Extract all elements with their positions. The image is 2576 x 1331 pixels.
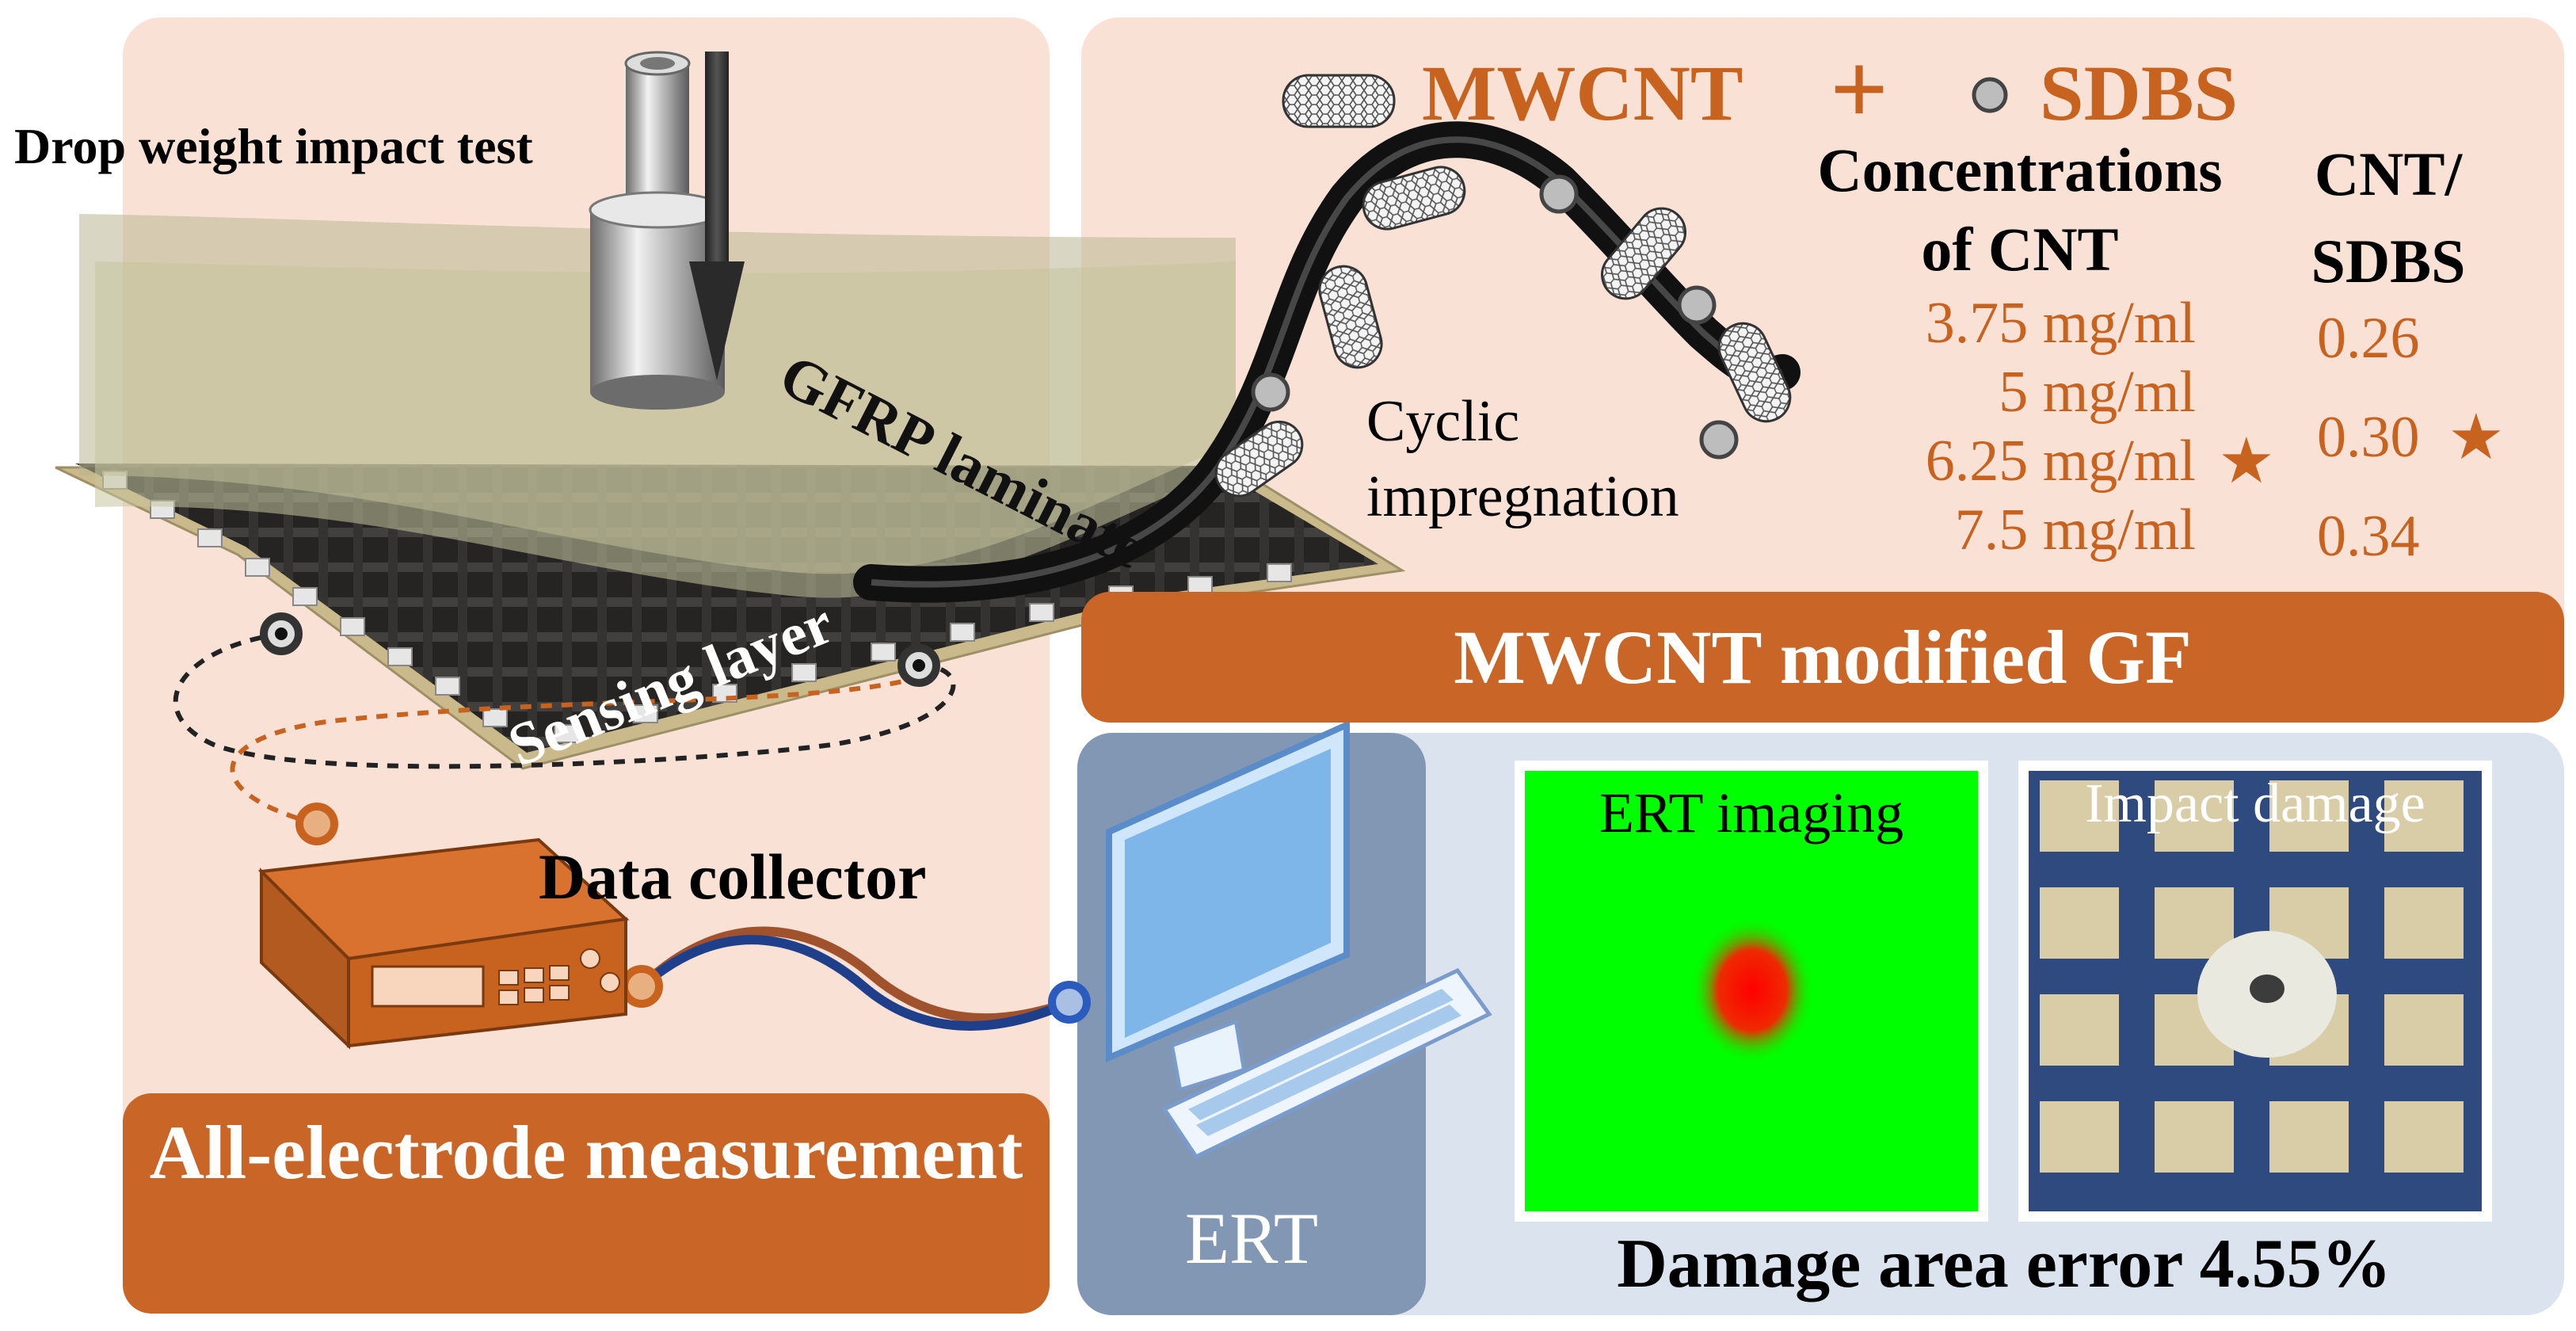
- sdbs-legend-icon: [1972, 77, 2008, 113]
- concentration-item: 6.25 mg/ml: [1925, 429, 2196, 494]
- ert-imaging-map: [1515, 761, 1988, 1222]
- star-icon: ★: [2448, 403, 2505, 473]
- wires: [173, 631, 1072, 1031]
- connection-nodes: [260, 612, 1091, 1024]
- nanotube-legend-icon: [1282, 74, 1396, 128]
- cyclic-line1: Cyclic: [1366, 389, 1520, 454]
- sdbs-title: SDBS: [2040, 49, 2239, 137]
- ratio-item: 0.30: [2317, 405, 2420, 470]
- ratio-header: CNT/ SDBS: [2293, 131, 2483, 305]
- impact-damage-label: Impact damage: [2085, 773, 2425, 834]
- plus-sign: +: [1830, 32, 1889, 147]
- concentration-item: 5 mg/ml: [1999, 360, 2196, 425]
- drop-weight-title: Drop weight impact test: [14, 118, 533, 174]
- ert-imaging-label: ERT imaging: [1599, 781, 1904, 845]
- sdbs-beads: [1251, 77, 2008, 460]
- concentration-header: Concentrations of CNT: [1798, 131, 2242, 289]
- concentration-item: 3.75 mg/ml: [1925, 291, 2196, 356]
- impact-damage-photo: [2018, 761, 2492, 1222]
- all-electrode-banner: All-electrode measurement: [123, 1093, 1050, 1314]
- ratio-header-line2: SDBS: [2311, 227, 2466, 296]
- concentration-list: 3.75 mg/ml 5 mg/ml 6.25 mg/ml 7.5 mg/ml: [1926, 289, 2196, 565]
- concentration-header-line2: of CNT: [1921, 215, 2119, 284]
- ratio-header-line1: CNT/: [2314, 139, 2463, 208]
- data-collector-device: [257, 837, 630, 1050]
- mwcnt-title: MWCNT: [1422, 49, 1743, 137]
- ert-label: ERT: [1184, 1198, 1319, 1279]
- star-icon: ★: [2218, 427, 2275, 497]
- nanotubes: [1214, 74, 1792, 498]
- damage-area-error: Damage area error 4.55%: [1617, 1226, 2391, 1302]
- concentration-header-line1: Concentrations: [1817, 135, 2223, 204]
- impactor: [589, 51, 745, 410]
- ratio-item: 0.26: [2317, 306, 2420, 371]
- mwcnt-modified-gf-banner: MWCNT modified GF: [1081, 592, 2564, 723]
- cyclic-line2: impregnation: [1366, 464, 1679, 529]
- data-collector-label: Data collector: [539, 841, 927, 913]
- concentration-item: 7.5 mg/ml: [1954, 498, 2196, 563]
- ratio-item: 0.34: [2317, 504, 2420, 569]
- computer-icon: [1106, 719, 1492, 1160]
